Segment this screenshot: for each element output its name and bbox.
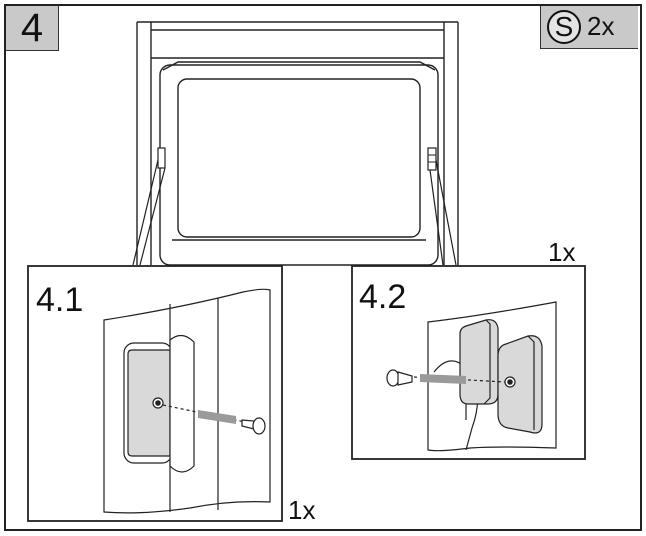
detail-label-4-1: 4.1 [34, 281, 86, 319]
detail-label-4-2: 4.2 [357, 278, 409, 316]
door-panel [159, 61, 439, 266]
left-hinge-marker [157, 147, 166, 169]
part-letter-circle: S [547, 10, 581, 44]
step-number-badge: 4 [6, 6, 59, 51]
outer-frame [4, 4, 642, 531]
detail-4-2-drawing [386, 301, 557, 452]
detail-4-1-drawing [103, 288, 271, 514]
detail-count-4-2: 1x [548, 237, 576, 267]
cabinet-outline [136, 21, 459, 265]
right-hinge-marker [427, 147, 437, 171]
part-quantity-count: 2x [587, 11, 615, 41]
detail-count-4-1: 1x [288, 495, 316, 525]
part-quantity-box: S 2x [540, 6, 638, 49]
leader-lines [132, 159, 457, 266]
